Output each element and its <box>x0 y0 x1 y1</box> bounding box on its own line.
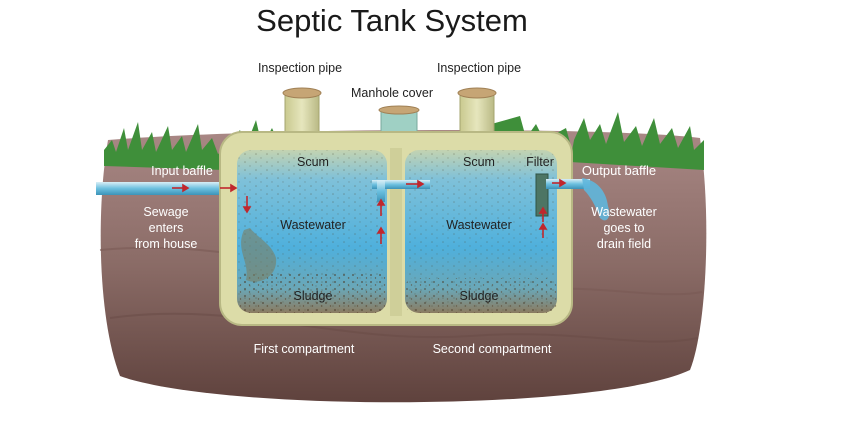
outflow-water <box>582 178 610 221</box>
inspection-cap-right <box>457 87 497 99</box>
label-filter: Filter <box>526 155 554 169</box>
inspection-cap-left <box>282 87 322 99</box>
label-sludge-right: Sludge <box>460 289 499 303</box>
soil-layer-line <box>109 312 699 343</box>
label-second-compartment: Second compartment <box>433 342 552 356</box>
label-drain-line-1: Wastewater <box>591 205 657 219</box>
second-sludge-specks <box>405 278 557 313</box>
first-sludge-specks <box>237 272 387 313</box>
label-sludge-left: Sludge <box>294 289 333 303</box>
label-first-compartment: First compartment <box>254 342 355 356</box>
grass-right <box>570 112 704 170</box>
second-compartment-specks <box>405 150 557 313</box>
label-wastewater-left: Wastewater <box>280 218 346 232</box>
manhole-cover <box>378 105 420 115</box>
label-inspection-pipe-right: Inspection pipe <box>437 61 521 75</box>
inspection-pipe-right <box>459 93 495 137</box>
label-input-baffle: Input baffle <box>151 164 213 178</box>
label-drain-line-2: goes to <box>603 221 644 235</box>
label-drain-line-3: drain field <box>597 237 651 251</box>
label-sewage-line-3: from house <box>135 237 198 251</box>
label-wastewater-right: Wastewater <box>446 218 512 232</box>
label-manhole-cover: Manhole cover <box>351 86 433 100</box>
transfer-pipe <box>372 180 430 189</box>
label-inspection-pipe-left: Inspection pipe <box>258 61 342 75</box>
label-sewage-line-1: Sewage <box>143 205 188 219</box>
transfer-pipe-vertical <box>377 180 385 202</box>
grass-left <box>104 122 224 170</box>
sewage-plume <box>241 228 277 282</box>
label-scum-left: Scum <box>297 155 329 169</box>
label-scum-right: Scum <box>463 155 495 169</box>
diagram-title: Septic Tank System <box>256 3 528 38</box>
inspection-pipe-left <box>284 93 320 137</box>
outlet-pipe <box>546 179 590 189</box>
flow-arrows <box>172 178 567 244</box>
filter-housing <box>535 173 549 217</box>
tank-divider <box>390 148 402 316</box>
label-output-baffle: Output baffle <box>582 163 656 178</box>
label-sewage-line-2: enters <box>149 221 184 235</box>
